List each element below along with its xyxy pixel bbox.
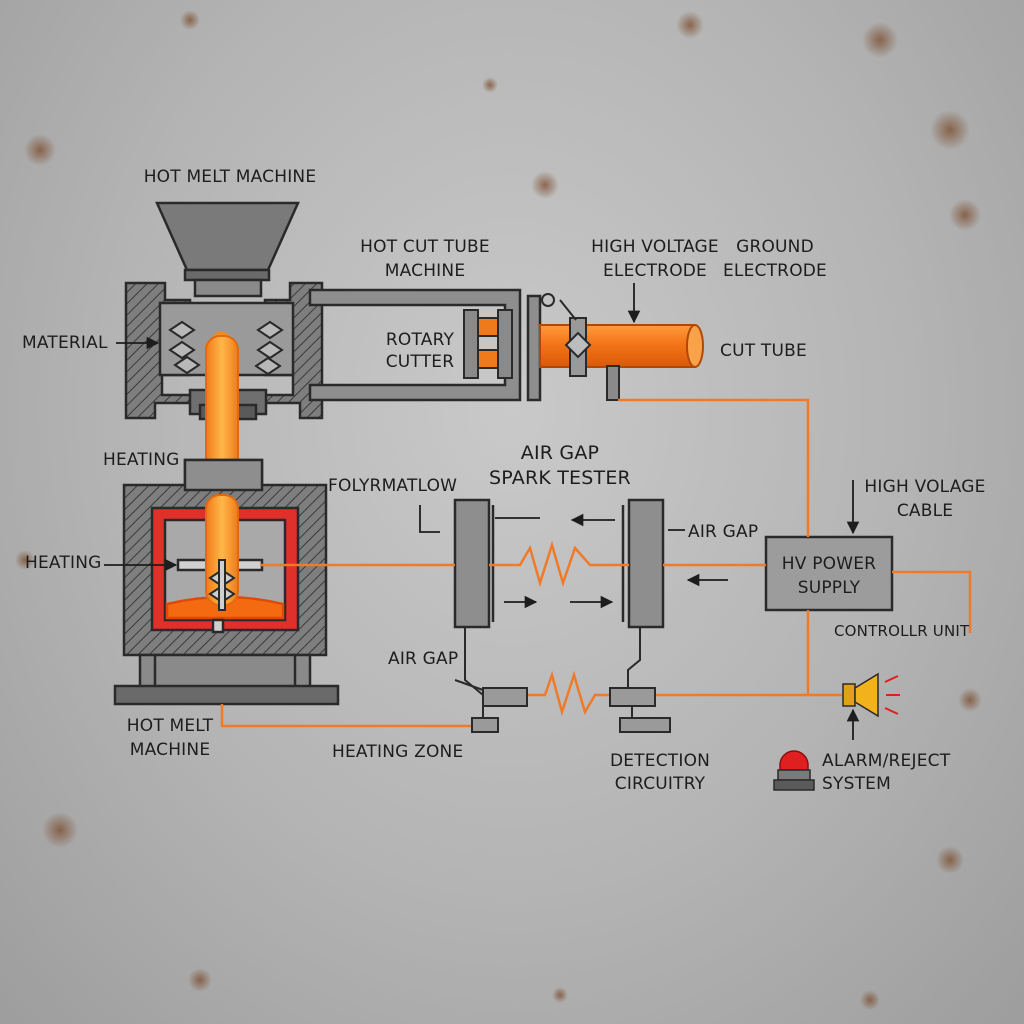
detection-circuitry bbox=[454, 627, 671, 733]
label-high-voltage-cable-2: CABLE bbox=[896, 501, 954, 521]
spark-tester-left-plate bbox=[453, 498, 495, 629]
label-folyrmatlow: FOLYRMATLOW bbox=[328, 476, 458, 496]
cut-tube-frame bbox=[308, 288, 542, 402]
label-cut-tube: CUT TUBE bbox=[720, 341, 807, 361]
label-detection-circuitry-1: DETECTION bbox=[609, 751, 711, 771]
arrows bbox=[104, 283, 860, 740]
rotary-cutter bbox=[463, 309, 513, 379]
cut-tube bbox=[539, 324, 704, 368]
label-heating-zone: HEATING ZONE bbox=[332, 742, 464, 762]
hv-power-supply-box bbox=[764, 535, 894, 612]
label-heating-upper: HEATING bbox=[103, 450, 180, 470]
label-hot-cut-tube-machine-2: MACHINE bbox=[384, 261, 466, 281]
label-air-gap-spark-tester-1: AIR GAP bbox=[520, 442, 600, 464]
label-hv-power-supply-1: HV POWER bbox=[781, 554, 877, 574]
label-ground-electrode-1: GROUND bbox=[736, 237, 814, 257]
screw-left bbox=[168, 320, 201, 375]
label-air-gap-right: AIR GAP bbox=[688, 522, 759, 542]
label-heating-left: HEATING bbox=[25, 553, 102, 573]
hopper bbox=[155, 201, 300, 272]
mixer-screw bbox=[208, 559, 236, 611]
label-hot-melt-machine-bottom-2: MACHINE bbox=[129, 740, 211, 760]
label-air-gap-spark-tester-2: SPARK TESTER bbox=[489, 467, 631, 489]
siren-horn-icon bbox=[842, 672, 900, 718]
label-rotary-cutter-1: ROTARY bbox=[385, 330, 455, 350]
hot-melt-machine-top bbox=[124, 201, 324, 421]
wiring bbox=[220, 398, 972, 728]
label-material: MATERIAL bbox=[22, 333, 108, 353]
label-high-voltage-cable-1: HIGH VOLAGE bbox=[864, 477, 986, 497]
screw-right bbox=[254, 320, 284, 376]
label-air-gap-left: AIR GAP bbox=[388, 649, 459, 669]
label-hot-melt-machine-top: HOT MELT MACHINE bbox=[143, 167, 317, 187]
label-hv-power-supply-2: SUPPLY bbox=[797, 578, 861, 598]
label-alarm-reject-system-1: ALARM/REJECT bbox=[822, 751, 951, 771]
label-high-voltage-electrode-1: HIGH VOLTAGE bbox=[591, 237, 719, 257]
high-voltage-electrode bbox=[541, 293, 592, 377]
label-detection-circuitry-2: CIRCUITRY bbox=[614, 774, 706, 794]
label-alarm-reject-system-2: SYSTEM bbox=[822, 774, 891, 794]
label-high-voltage-electrode-2: ELECTRODE bbox=[602, 261, 708, 281]
red-beacon-icon bbox=[773, 750, 815, 791]
label-controller-unit: CONTROLLR UNIT bbox=[834, 622, 970, 640]
ground-electrode bbox=[606, 365, 620, 401]
label-hot-cut-tube-machine-1: HOT CUT TUBE bbox=[360, 237, 490, 257]
rust-texture bbox=[15, 10, 982, 1010]
spark-tester-right-plate bbox=[621, 498, 665, 629]
label-ground-electrode-2: ELECTRODE bbox=[722, 261, 828, 281]
label-rotary-cutter-2: CUTTER bbox=[385, 352, 455, 372]
label-hot-melt-machine-bottom-1: HOT MELT bbox=[126, 716, 214, 736]
